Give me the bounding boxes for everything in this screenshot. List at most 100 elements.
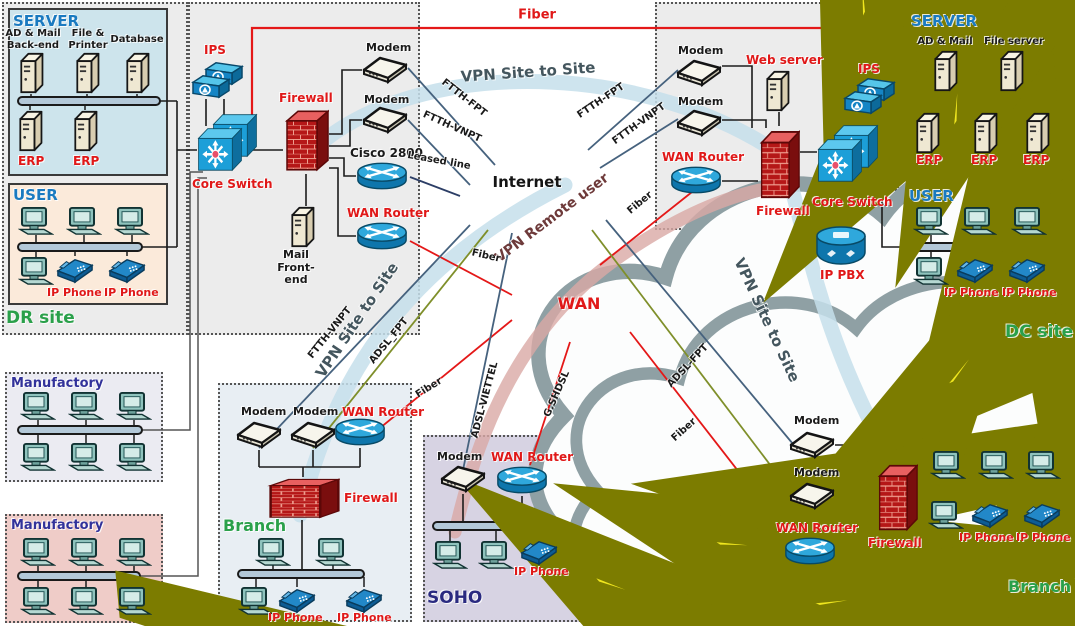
ip-phone-label: IP Phone: [47, 286, 102, 299]
wan-router-icon: [670, 166, 722, 194]
vpn-site-to-site-band-left: [292, 177, 573, 523]
server-icon: [20, 52, 44, 94]
erp-label: ERP: [971, 153, 998, 167]
server-icon: [916, 112, 940, 154]
ip-phone-icon: [346, 589, 382, 613]
dr-user-title: USER: [13, 186, 58, 204]
pc-icon: [21, 538, 55, 566]
pc-icon: [21, 443, 55, 471]
manufactory1-title: Manufactory: [11, 376, 104, 391]
pc-icon: [19, 207, 53, 235]
server-icon: [19, 110, 43, 152]
server-icon: [76, 52, 100, 94]
erp-label: ERP: [1023, 153, 1050, 167]
branch-left-bus: [237, 569, 365, 579]
firewall-label: Firewall: [344, 491, 398, 505]
mail-frontend-server-icon: [291, 206, 315, 248]
ips-icon: [844, 90, 882, 114]
pc-icon: [256, 538, 290, 566]
dc-user-title: USER: [909, 187, 954, 205]
adsl-fpt-right-line: [591, 229, 794, 496]
modem-label: Modem: [293, 405, 339, 418]
core-switch-icon: [817, 138, 863, 183]
ip-phone-label: IP Phone: [1016, 531, 1071, 544]
ip-phone-icon: [57, 259, 93, 283]
ips-label: IPS: [204, 43, 226, 57]
pc-icon: [21, 392, 55, 420]
branch-right-name: Branch: [1008, 577, 1072, 596]
ftth-fpt-left-line: [407, 67, 496, 166]
firewall-icon: [878, 464, 918, 531]
ip-phone-label: IP Phone: [337, 611, 392, 624]
firewall-label: Firewall: [868, 536, 922, 550]
pc-icon: [316, 538, 350, 566]
adsl-fpt-branch-line: [312, 229, 489, 449]
wan-router-icon: [784, 537, 836, 565]
pc-icon: [67, 207, 101, 235]
pc-icon: [117, 538, 151, 566]
pc-icon: [117, 392, 151, 420]
adsl-viettel-line: [462, 232, 513, 471]
pc-icon: [19, 257, 53, 285]
erp-label: ERP: [916, 153, 943, 167]
dc-server-title: SERVER: [911, 12, 978, 30]
pc-icon: [69, 587, 103, 615]
dr-server-title: SERVER: [13, 12, 80, 30]
modem-label: Modem: [364, 93, 410, 106]
ip-pbx-icon: [816, 226, 866, 265]
modem-label: Modem: [794, 466, 840, 479]
firewall-icon: [760, 131, 800, 199]
dr-site-name: DR site: [6, 308, 75, 328]
dr-server-bus: [17, 96, 161, 106]
manufactory2-bus: [17, 571, 141, 581]
vpn-site-to-site-band-right: [778, 160, 901, 473]
modem-icon: [676, 59, 722, 87]
manufactory1-bus: [17, 425, 143, 435]
core-switch-label: Core Switch: [192, 177, 273, 191]
modem-label: Modem: [366, 41, 412, 54]
server-icon: [934, 50, 958, 92]
server-icon: [974, 112, 998, 154]
fiber-top-label: Fiber: [518, 7, 556, 23]
firewall-label: Firewall: [279, 91, 333, 105]
ip-pbx-label: IP PBX: [820, 268, 865, 282]
fiber-wanrouter-left-line: [409, 240, 513, 296]
ip-phone-label: IP Phone: [268, 611, 323, 624]
modem-label: Modem: [241, 405, 287, 418]
leased-line-line: [409, 176, 461, 197]
ftth-fpt-right-line: [587, 69, 679, 151]
wan-router-label: WAN Router: [342, 405, 425, 419]
fiber-dc-line: [599, 191, 693, 266]
soho-name: SOHO: [427, 588, 483, 608]
pc-icon: [115, 207, 149, 235]
vpn-bands: [292, 74, 901, 539]
ip-phone-label: IP Phone: [1002, 286, 1057, 299]
ip-phone-label: IP Phone: [944, 286, 999, 299]
pc-icon: [433, 541, 467, 569]
ftth-vnpt-branchright-line: [605, 219, 794, 445]
server-icon: [1000, 50, 1024, 92]
server-icon: [74, 110, 98, 152]
pc-icon: [69, 443, 103, 471]
pc-icon: [21, 587, 55, 615]
wan-router-icon: [334, 418, 386, 446]
vpn-remote-user-band: [448, 183, 767, 539]
wan-router-icon: [356, 222, 408, 250]
modem-icon: [362, 56, 408, 84]
manufactory-uplinks: [140, 171, 207, 577]
pc-icon: [69, 392, 103, 420]
ip-phone-label: IP Phone: [104, 286, 159, 299]
cisco-2800-label: Cisco 2800: [350, 146, 423, 160]
modem-label: Modem: [678, 95, 724, 108]
server-label: AD & Mail: [917, 36, 973, 47]
ip-phone-icon: [109, 259, 145, 283]
server-icon: [126, 52, 150, 94]
ip-phone-label: IP Phone: [514, 565, 569, 578]
ftth-vnpt-left-line: [407, 119, 471, 186]
erp-label: ERP: [73, 154, 100, 168]
wan-label: WAN: [557, 294, 601, 313]
server-label: Database: [110, 34, 164, 45]
vpn-site-to-site-band-top: [307, 74, 796, 168]
pc-icon: [479, 541, 513, 569]
pc-icon: [117, 443, 151, 471]
